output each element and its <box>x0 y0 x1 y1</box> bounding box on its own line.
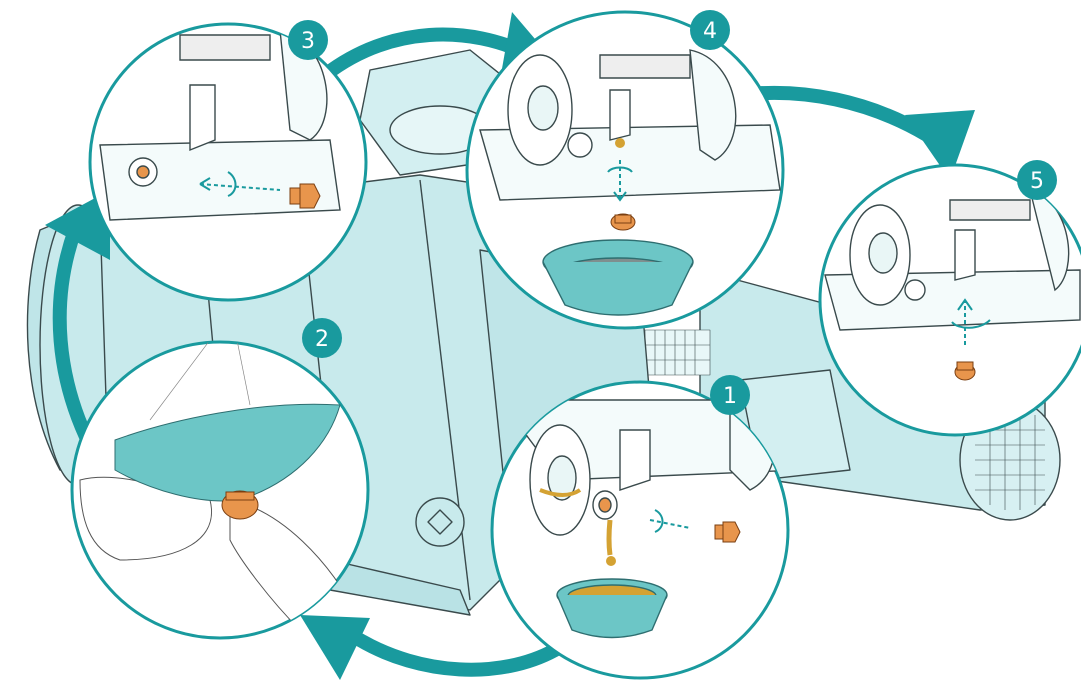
step-4-panel: 4 <box>467 10 783 328</box>
oil-stream <box>609 520 610 555</box>
step-2-number: 2 <box>315 327 329 352</box>
step-5-number: 5 <box>1030 169 1044 194</box>
drain-plug-3 <box>290 184 320 208</box>
arrow-1-to-2 <box>360 640 555 670</box>
step-3-panel: 3 <box>90 20 366 300</box>
step-5-panel: 5 <box>820 160 1081 435</box>
drain-plug-5 <box>955 362 975 380</box>
drain-pan-1 <box>557 579 667 638</box>
drain-plug-1 <box>715 522 740 542</box>
drain-pan-4 <box>543 240 693 315</box>
oil-drop-4 <box>615 138 625 148</box>
pump-drain-port <box>416 498 464 546</box>
plug-being-cleaned <box>222 491 258 519</box>
oil-drop <box>606 556 616 566</box>
step-3-number: 3 <box>301 29 315 54</box>
drain-plug-4 <box>611 214 635 230</box>
step-4-number: 4 <box>703 19 717 44</box>
step-1-number: 1 <box>723 384 737 409</box>
